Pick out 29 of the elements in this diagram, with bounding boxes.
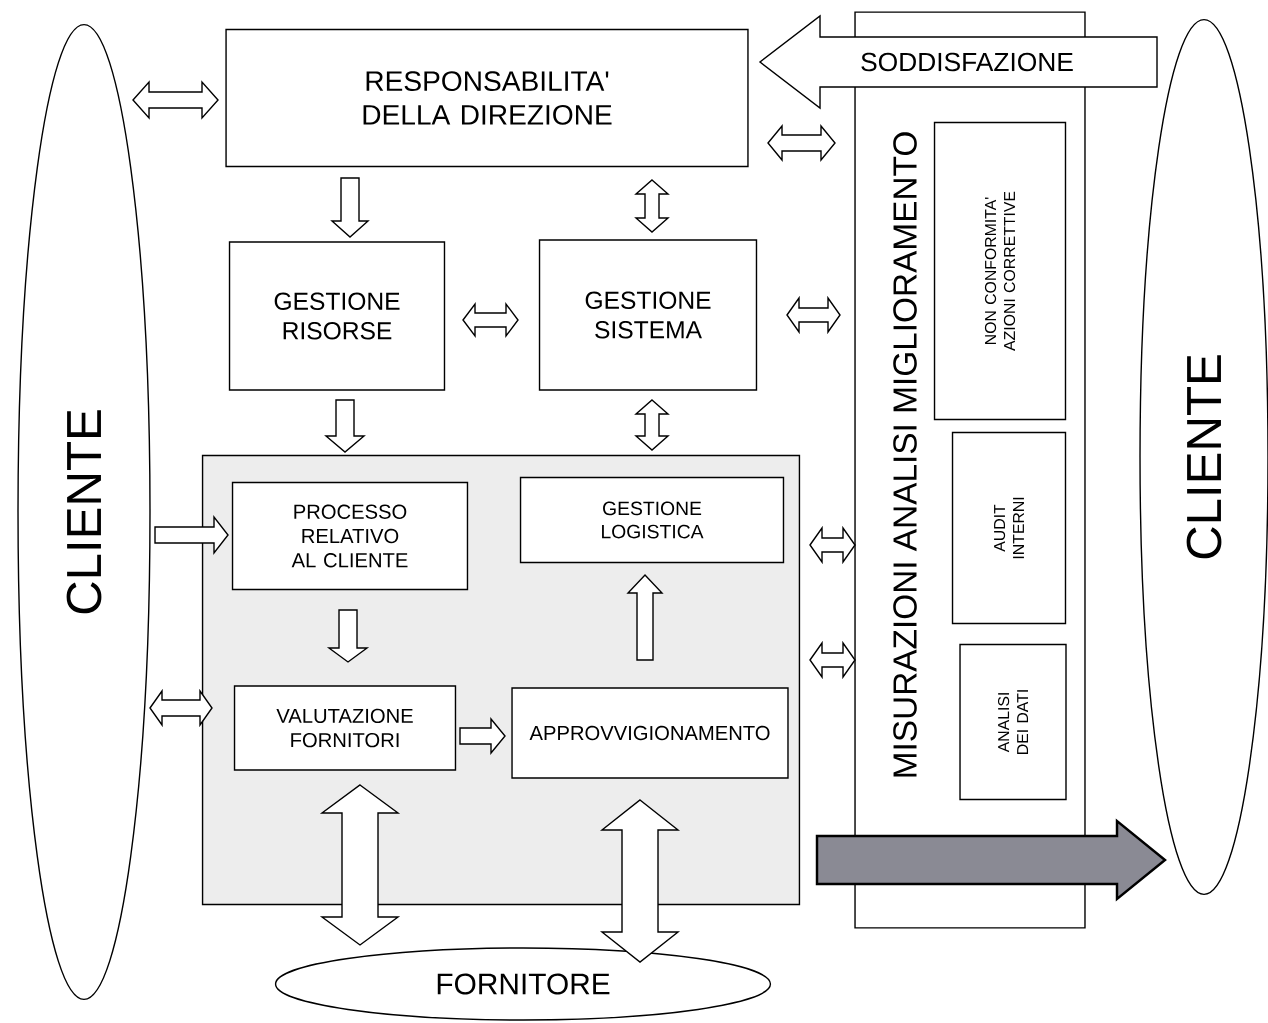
process-box: GESTIONE LOGISTICA bbox=[519, 476, 785, 564]
process-box: GESTIONE RISORSE bbox=[228, 241, 446, 391]
block-arrow bbox=[634, 399, 670, 451]
process-box: APPROVVIGIONAMENTO bbox=[511, 687, 789, 779]
block-arrow bbox=[326, 609, 370, 663]
process-box: GESTIONE SISTEMA bbox=[538, 239, 758, 391]
process-box: ANALISI DEI DATI bbox=[959, 643, 1067, 801]
block-arrow bbox=[815, 818, 1167, 902]
block-arrow bbox=[634, 179, 670, 233]
process-box: VALUTAZIONE FORNITORI bbox=[233, 685, 457, 771]
process-box: RESPONSABILITA' DELLA DIREZIONE bbox=[225, 28, 749, 168]
edge-label: SODDISFAZIONE bbox=[858, 50, 1076, 74]
block-arrow bbox=[459, 717, 506, 755]
block-arrow bbox=[324, 399, 366, 453]
process-box: NON CONFORMITA' AZIONI CORRETTIVE bbox=[933, 121, 1067, 421]
block-arrow bbox=[319, 784, 401, 946]
block-arrow bbox=[599, 799, 681, 963]
process-box: AUDIT INTERNI bbox=[951, 431, 1067, 625]
block-arrow bbox=[149, 688, 213, 728]
block-arrow bbox=[132, 80, 219, 120]
block-arrow bbox=[330, 177, 370, 238]
block-arrow bbox=[626, 573, 664, 661]
block-arrow bbox=[809, 525, 856, 565]
block-arrow bbox=[809, 640, 856, 680]
process-box: PROCESSO RELATIVO AL CLIENTE bbox=[231, 481, 469, 591]
block-arrow bbox=[786, 295, 841, 335]
block-arrow bbox=[767, 124, 836, 162]
block-arrow bbox=[154, 514, 229, 556]
block-arrow bbox=[462, 301, 519, 339]
